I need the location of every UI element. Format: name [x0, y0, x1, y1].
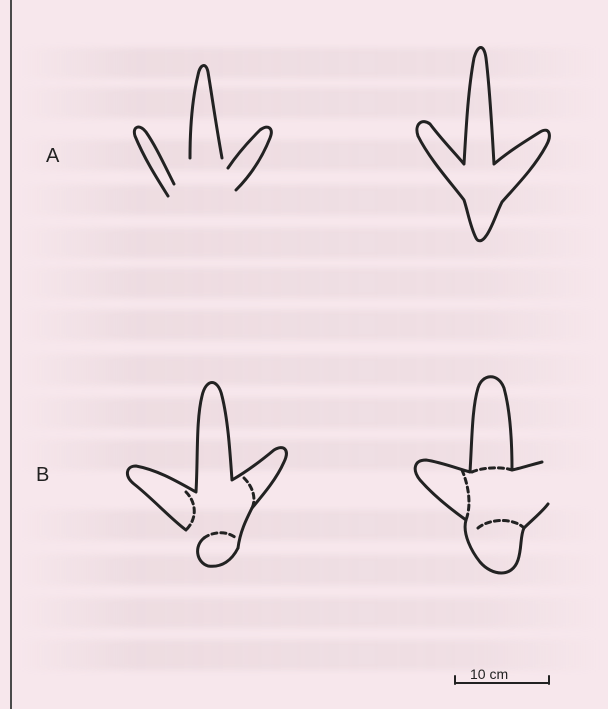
track-b-left	[127, 383, 286, 567]
track-a-left	[134, 66, 271, 196]
track-b-right	[415, 377, 548, 573]
track-a-right	[417, 48, 549, 241]
scale-bar-label: 10 cm	[470, 666, 508, 682]
